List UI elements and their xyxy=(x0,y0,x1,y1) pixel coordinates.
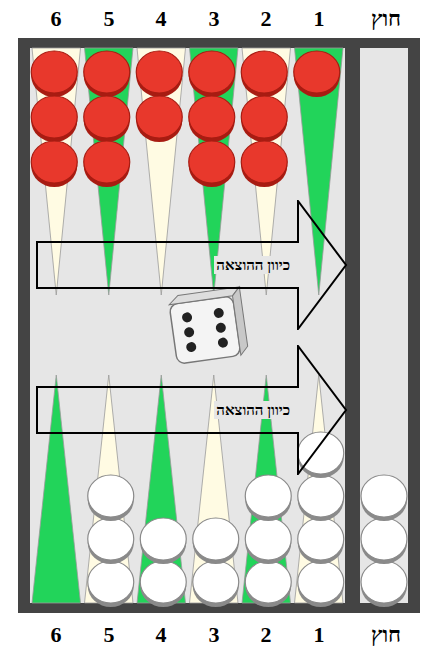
arrow-outline xyxy=(36,200,348,330)
arrow-outline xyxy=(36,345,348,475)
column-number: 3 xyxy=(209,622,220,648)
direction-arrow: כיוון ההוצאה xyxy=(36,345,348,475)
column-number: 1 xyxy=(314,6,325,32)
direction-arrow: כיוון ההוצאה xyxy=(36,200,348,330)
column-number: 3 xyxy=(209,6,220,32)
arrow-label: כיוון ההוצאה xyxy=(214,401,292,419)
column-number: 4 xyxy=(156,622,167,648)
column-number: 6 xyxy=(51,622,62,648)
arrow-label: כיוון ההוצאה xyxy=(214,256,292,274)
column-number: 6 xyxy=(51,6,62,32)
column-number: חוץ xyxy=(371,6,401,32)
column-number: 2 xyxy=(261,622,272,648)
column-number: 2 xyxy=(261,6,272,32)
column-number: חוץ xyxy=(371,622,401,648)
column-number: 5 xyxy=(104,6,115,32)
column-number: 5 xyxy=(104,622,115,648)
column-number: 1 xyxy=(314,622,325,648)
column-number: 4 xyxy=(156,6,167,32)
